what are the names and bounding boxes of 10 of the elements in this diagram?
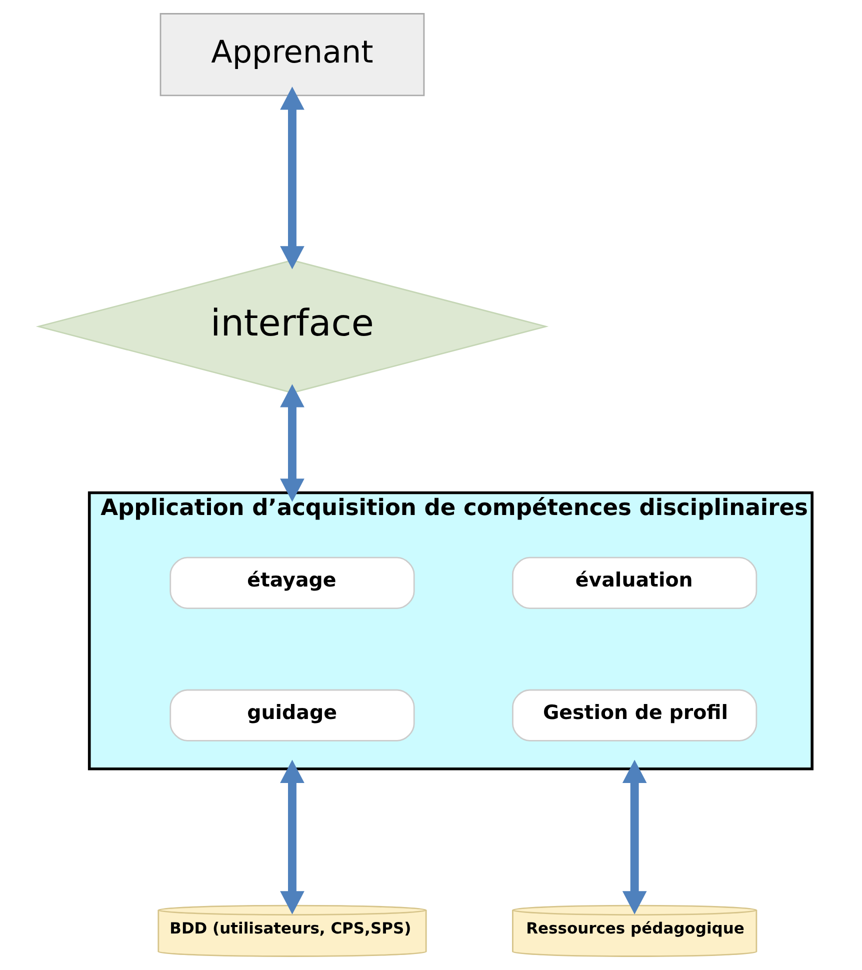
node-box: étayage <box>170 556 415 609</box>
arrow <box>622 760 647 914</box>
arrow <box>280 760 304 914</box>
arrow <box>280 384 304 502</box>
node-box: Gestion de profil <box>512 689 758 742</box>
node-box: Apprenant <box>160 13 425 96</box>
node-box: guidage <box>170 689 415 742</box>
arrow <box>280 86 304 270</box>
node-diamond: interface <box>36 260 549 394</box>
node-box: évaluation <box>512 556 758 609</box>
